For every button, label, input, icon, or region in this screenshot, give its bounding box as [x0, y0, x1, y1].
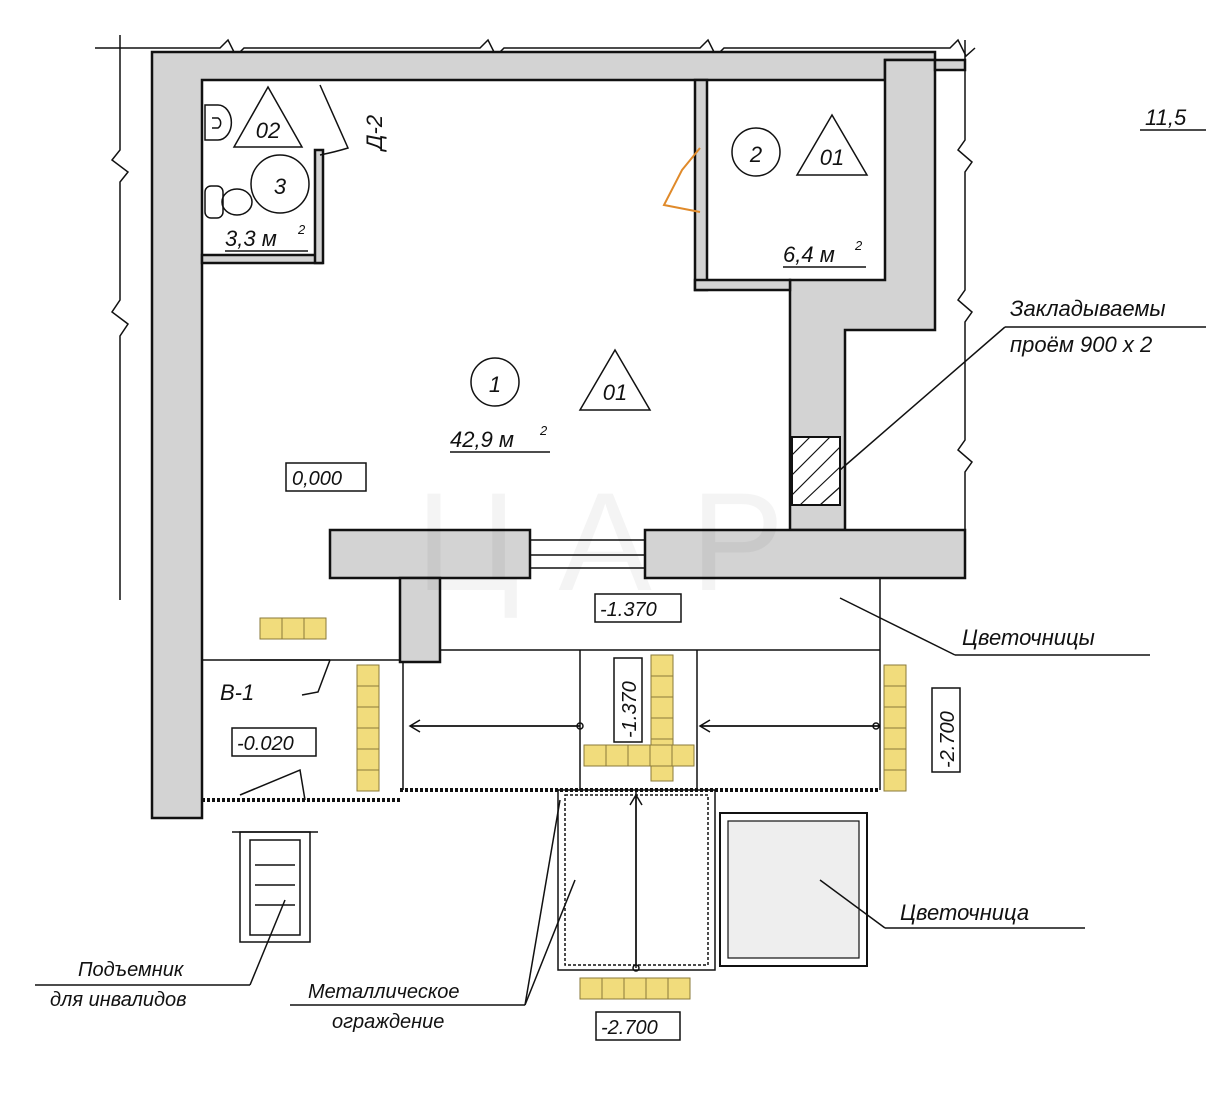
tactile-tile: [649, 744, 673, 767]
tactile-tile: [356, 706, 380, 729]
tactile-tile: [605, 744, 629, 767]
callouts: [35, 129, 1206, 1006]
room-number: 2: [749, 142, 762, 167]
room-number: 3: [274, 174, 287, 199]
tactile-tile: [883, 685, 907, 708]
toilet-icon: [204, 185, 253, 219]
tactile-tile: [281, 617, 305, 640]
tactile-tile: [650, 654, 674, 677]
flower-bed: [719, 812, 868, 967]
flower-beds-label: Цветочницы: [962, 625, 1095, 650]
tactile-tile: [623, 977, 647, 1000]
tactile-tile: [883, 748, 907, 771]
room-3-marks: 3 02 3,3 м 2: [225, 85, 310, 252]
flower-bed-label: Цветочница: [900, 900, 1029, 925]
tactile-tile: [645, 977, 669, 1000]
level-right-stair: -2.700: [937, 711, 959, 768]
level-landing-vertical: -1.370: [619, 681, 641, 738]
room-area: 6,4 м: [783, 242, 835, 267]
door-d2: [319, 84, 350, 156]
room-type-mark: 01: [820, 145, 844, 170]
room-area: 3,3 м: [225, 226, 277, 251]
tactile-tile: [883, 706, 907, 729]
window: [530, 539, 645, 569]
door-room2: [662, 147, 701, 213]
tactile-tile: [671, 744, 695, 767]
opening-callout-line1: Закладываемы: [1010, 296, 1166, 321]
area-superscript: 2: [297, 222, 306, 237]
tactile-tile: [650, 696, 674, 719]
wheelchair-lift-icon: [232, 831, 318, 943]
tactile-tile: [356, 769, 380, 792]
room-1-marks: 1 01 42,9 м 2: [450, 348, 652, 453]
tactile-tile: [583, 744, 607, 767]
railing-label-line1: Металлическое: [308, 981, 460, 1003]
room-type-mark: 01: [603, 380, 627, 405]
room-type-mark: 02: [256, 118, 280, 143]
vestibule-door: [239, 768, 306, 801]
level-landing: -1.370: [600, 599, 657, 621]
level-bottom-stair: -2.700: [601, 1017, 658, 1039]
door-mark-b1: В-1: [220, 680, 254, 705]
tactile-tile: [627, 744, 651, 767]
tactile-tile: [883, 727, 907, 750]
door-mark-d2: Д-2: [362, 115, 387, 153]
room-number: 1: [489, 372, 501, 397]
door-b1: [250, 659, 331, 696]
scale-label: 11,5: [1145, 105, 1187, 130]
tactile-tile: [883, 664, 907, 687]
tactile-tile: [601, 977, 625, 1000]
area-superscript: 2: [854, 238, 863, 253]
stair-arrows: [408, 719, 880, 972]
lift-label-line2: для инвалидов: [50, 989, 187, 1011]
room-area: 42,9 м: [450, 427, 514, 452]
tactile-tile: [356, 664, 380, 687]
railing-label-line2: ограждение: [332, 1011, 444, 1033]
bricked-opening: [791, 436, 841, 506]
area-superscript: 2: [539, 423, 548, 438]
tactile-tile: [667, 977, 691, 1000]
level-vestibule: -0.020: [237, 733, 294, 755]
walls: [150, 50, 967, 820]
tactile-tile: [650, 675, 674, 698]
level-main: 0,000: [292, 468, 342, 490]
level-marks: 0,000 -0.020 -1.370 -1.370 -2.700 -2.700: [231, 462, 961, 1041]
tactile-tiles: [259, 617, 907, 1000]
tactile-tile: [259, 617, 283, 640]
lift-label-line1: Подъемник: [78, 959, 185, 981]
sink-icon: [204, 104, 233, 141]
tactile-tile: [356, 685, 380, 708]
tactile-tile: [303, 617, 327, 640]
opening-callout-line2: проём 900 х 2: [1010, 332, 1152, 357]
tactile-tile: [883, 769, 907, 792]
tactile-tile: [356, 727, 380, 750]
tactile-tile: [579, 977, 603, 1000]
tactile-tile: [356, 748, 380, 771]
room-2-marks: 2 01 6,4 м 2: [731, 113, 869, 268]
tactile-tile: [650, 717, 674, 740]
break-lines: [95, 35, 976, 600]
